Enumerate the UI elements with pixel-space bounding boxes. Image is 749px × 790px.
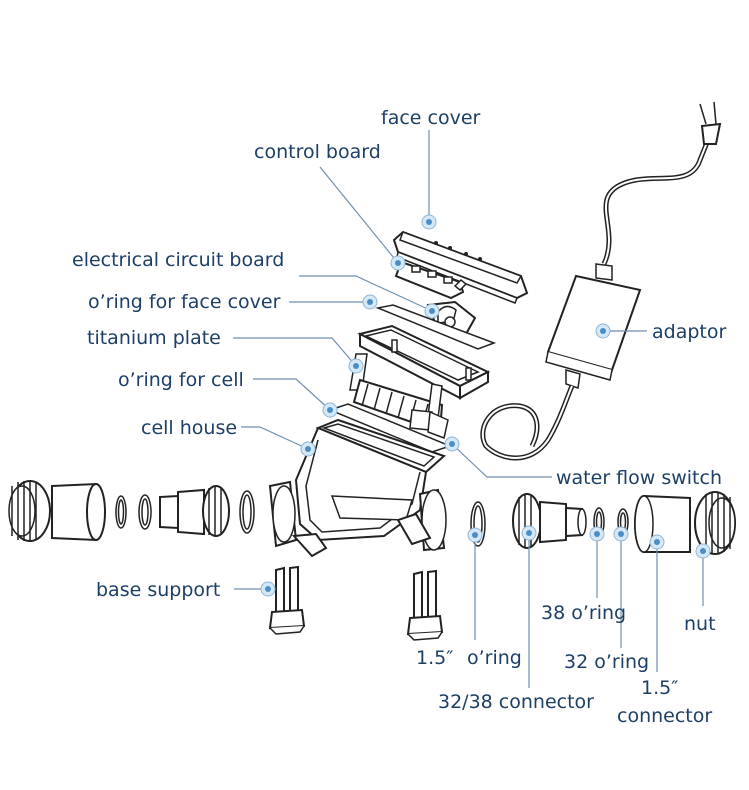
control-board-part bbox=[394, 260, 468, 300]
dot-titanium-plate bbox=[348, 358, 364, 374]
label-oring-15-size: 1.5″ bbox=[416, 647, 453, 669]
dot-nut bbox=[695, 543, 711, 559]
dot-base-support bbox=[260, 581, 276, 597]
face-cover-part bbox=[392, 230, 529, 304]
cell-house-part bbox=[268, 418, 447, 558]
dot-adaptor bbox=[595, 323, 611, 339]
titanium-plate-part bbox=[357, 324, 491, 400]
label-connector-15-size: 1.5″ bbox=[641, 677, 678, 699]
label-face-cover: face cover bbox=[381, 107, 481, 129]
dot-cell-house bbox=[300, 441, 316, 457]
dot-oring-cell bbox=[322, 402, 338, 418]
labels: face cover control board electrical circ… bbox=[72, 107, 726, 727]
label-oring-38: 38 o’ring bbox=[541, 602, 626, 624]
left-large-oring-part bbox=[239, 490, 255, 534]
left-3238-connector-part bbox=[159, 485, 230, 537]
base-support-left-part bbox=[268, 565, 306, 635]
leader-lines bbox=[233, 130, 704, 688]
left-orings-part bbox=[115, 494, 152, 530]
callout-dots bbox=[260, 214, 711, 597]
right-nut-part bbox=[694, 491, 736, 555]
plug-part bbox=[699, 101, 722, 145]
base-support-right-part bbox=[406, 569, 444, 641]
label-titanium-plate: titanium plate bbox=[87, 327, 221, 349]
label-adaptor: adaptor bbox=[652, 321, 726, 343]
left-nut-part bbox=[8, 480, 51, 542]
power-cable-part bbox=[480, 139, 711, 461]
dot-electrical-circuit-board bbox=[424, 303, 440, 319]
dot-oring-15 bbox=[467, 527, 483, 543]
label-cell-house: cell house bbox=[141, 417, 237, 439]
dot-connector-15 bbox=[649, 534, 665, 550]
label-base-support: base support bbox=[96, 579, 220, 601]
right-connector-part bbox=[634, 494, 691, 553]
dot-oring-38 bbox=[589, 526, 605, 542]
left-connector-part bbox=[51, 482, 106, 542]
dot-control-board bbox=[390, 255, 406, 271]
label-connector-15-word: connector bbox=[617, 705, 712, 727]
dot-oring-face-cover bbox=[362, 294, 378, 310]
label-oring-cell: o’ring for cell bbox=[118, 369, 244, 391]
label-electrical-circuit-board: electrical circuit board bbox=[72, 249, 284, 271]
label-control-board: control board bbox=[254, 141, 381, 163]
oring-face-cover-part bbox=[375, 304, 497, 350]
right-3238-connector-part bbox=[512, 493, 587, 549]
dot-oring-32 bbox=[613, 526, 629, 542]
dot-face-cover bbox=[421, 214, 437, 230]
cell-plates-part bbox=[349, 353, 449, 440]
label-connector-3238: 32/38 connector bbox=[438, 691, 594, 713]
label-water-flow-switch: water flow switch bbox=[556, 467, 722, 489]
label-oring-32: 32 o’ring bbox=[564, 651, 649, 673]
dot-connector-3238 bbox=[521, 525, 537, 541]
adaptor-part bbox=[545, 263, 642, 389]
label-nut: nut bbox=[684, 613, 716, 635]
label-oring-face-cover: o’ring for face cover bbox=[88, 291, 281, 313]
dot-water-flow-switch bbox=[444, 436, 460, 452]
label-oring-15-word: o’ring bbox=[467, 647, 522, 669]
